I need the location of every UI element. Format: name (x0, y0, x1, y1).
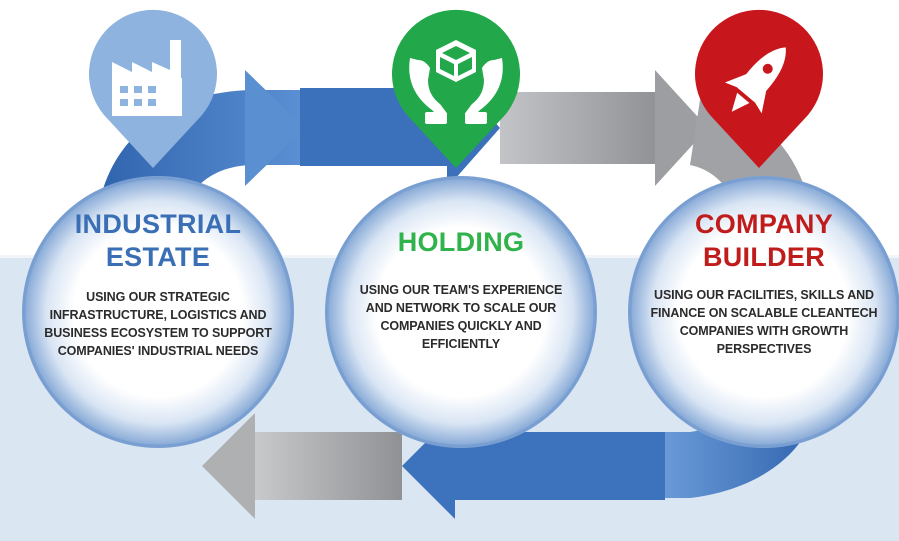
stage-industrial-estate: INDUSTRIAL ESTATE USING OUR STRATEGIC IN… (28, 208, 288, 360)
arrow-bottom-left-head (202, 413, 255, 519)
stage-desc-line: USING OUR STRATEGIC (86, 290, 230, 304)
stage-title-line2: ESTATE (105, 242, 211, 272)
stage-desc-line: USING OUR FACILITIES, SKILLS AND (654, 288, 874, 302)
stage-title-line1: COMPANY (694, 209, 834, 239)
stage-desc-line: AND NETWORK TO SCALE OUR (365, 301, 557, 315)
hands-box-icon (409, 40, 503, 124)
stage-desc-line: BUSINESS ECOSYSTEM TO SUPPORT (44, 326, 272, 340)
stage-desc-line: INFRASTRUCTURE, LOGISTICS AND (49, 308, 267, 322)
circle-industrial-estate (22, 176, 294, 448)
stage-company-builder: COMPANY BUILDER USING OUR FACILITIES, SK… (634, 208, 894, 358)
circle-company-builder (628, 176, 899, 448)
stage-desc-line: COMPANIES WITH GROWTH (679, 324, 849, 338)
arrow-top-left (245, 70, 305, 186)
stage-desc-line: COMPANIES' INDUSTRIAL NEEDS (57, 344, 259, 358)
rocket-icon (724, 47, 786, 114)
stage-desc-line: COMPANIES QUICKLY AND (380, 319, 542, 333)
stage-title-line1: INDUSTRIAL (74, 209, 242, 239)
circle-holding (325, 176, 597, 448)
arrow-bottom-left-body (252, 432, 402, 500)
stage-desc-line: EFFICIENTLY (421, 337, 501, 351)
pin-holding (392, 9, 520, 168)
stage-desc-line: PERSPECTIVES (716, 342, 812, 356)
arrow-top-right-head (655, 70, 708, 186)
stage-holding: HOLDING USING OUR TEAM'S EXPERIENCE AND … (331, 226, 591, 353)
stage-desc-line: USING OUR TEAM'S EXPERIENCE (359, 283, 563, 297)
stage-title-line2: BUILDER (702, 242, 826, 272)
factory-icon (112, 40, 182, 116)
arrow-top-right-body (500, 92, 660, 164)
stage-desc-line: FINANCE ON SCALABLE CLEANTECH (650, 306, 878, 320)
stage-title-line1: HOLDING (397, 227, 525, 257)
